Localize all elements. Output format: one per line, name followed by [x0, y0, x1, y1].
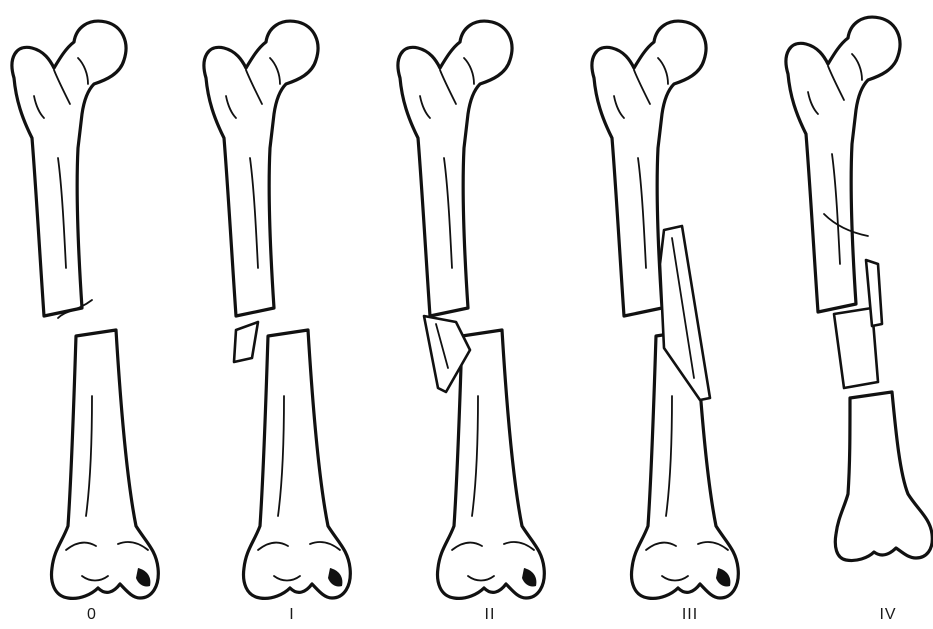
panel-0-femur: [12, 21, 158, 598]
panel-label-iv: IV: [858, 606, 918, 624]
panel-2-femur: [398, 21, 544, 598]
panel-3-femur: [592, 21, 738, 598]
distal-segment: [835, 392, 932, 561]
butterfly-fragment: [234, 322, 258, 362]
panel-label-i: I: [262, 606, 322, 624]
panel-label-ii: II: [460, 606, 520, 624]
panel-1-femur: [204, 21, 350, 598]
panel-label-iii: III: [660, 606, 720, 624]
panel-4-femur: [786, 17, 932, 560]
panel-label-0: 0: [62, 606, 122, 624]
